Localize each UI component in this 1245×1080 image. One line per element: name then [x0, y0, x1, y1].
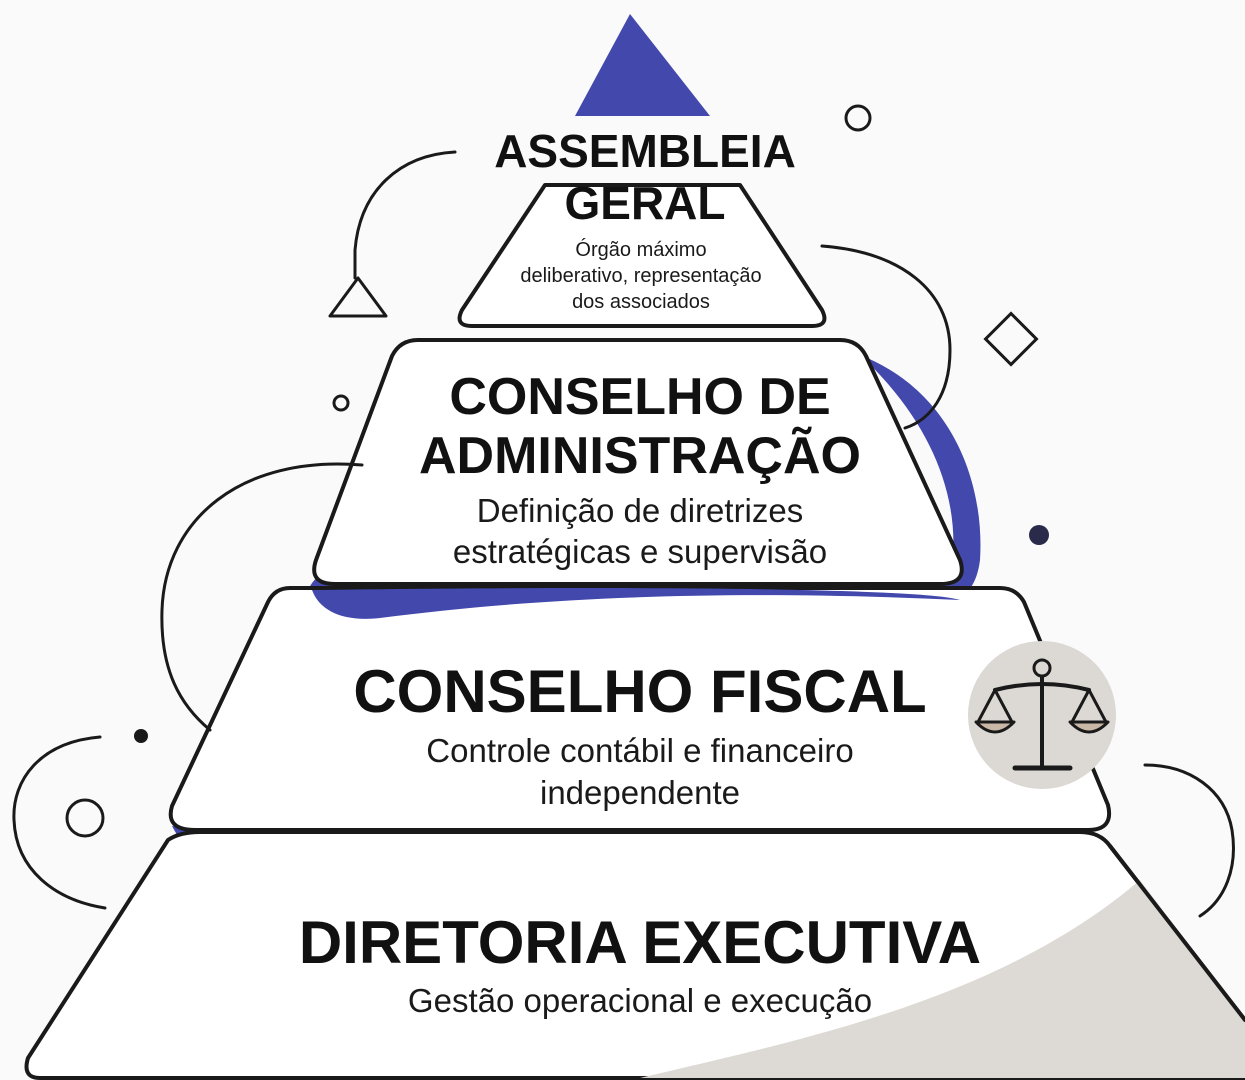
- assembleia-desc-line1: Órgão máximo: [575, 238, 706, 261]
- assembleia-title-line1: ASSEMBLEIA: [494, 125, 796, 177]
- conselho-fiscal-desc-line2: independente: [540, 774, 740, 811]
- balance-scale-icon: [968, 641, 1116, 789]
- circle-outline-top-right: [844, 104, 872, 132]
- tier-diretoria-shade: [640, 880, 1245, 1078]
- assembleia-title-line2: GERAL: [565, 177, 726, 229]
- conselho-fiscal-desc-line1: Controle contábil e financeiro: [426, 732, 853, 769]
- conselho-admin-title-line2: ADMINISTRAÇÃO: [419, 426, 861, 485]
- tier-conselho-administracao: [312, 338, 964, 586]
- curve-mid-left: [160, 462, 364, 732]
- accent-blob-mid: [312, 588, 960, 619]
- circle-outline-left: [65, 798, 105, 838]
- dot-left: [134, 729, 148, 743]
- assembleia-desc-line2: deliberativo, representação: [520, 265, 761, 287]
- diamond-outline-right: [983, 311, 1039, 367]
- apex-triangle: [575, 14, 710, 116]
- curve-top-right: [820, 244, 952, 430]
- curve-low-right: [1143, 763, 1235, 918]
- conselho-fiscal-title: CONSELHO FISCAL: [353, 658, 926, 725]
- conselho-admin-title-line1: CONSELHO DE: [449, 368, 830, 426]
- circle-outline-small-left: [332, 394, 350, 412]
- curve-top-left: [353, 150, 457, 280]
- assembleia-desc-line3: dos associados: [572, 291, 710, 313]
- triangle-outline-left: [328, 276, 388, 318]
- conselho-admin-desc-line1: Definição de diretrizes: [477, 492, 804, 529]
- tier-diretoria-outline: [1108, 844, 1245, 1022]
- tier-conselho-fiscal: [168, 586, 1111, 832]
- diretoria-desc: Gestão operacional e execução: [408, 982, 872, 1019]
- dot-right: [1029, 525, 1049, 545]
- conselho-admin-desc-line2: estratégicas e supervisão: [453, 533, 827, 570]
- tier-assembleia-geral: [457, 183, 827, 328]
- curve-low-left: [12, 735, 107, 910]
- diretoria-title: DIRETORIA EXECUTIVA: [299, 909, 981, 976]
- assembleia-title-backing: [478, 124, 812, 182]
